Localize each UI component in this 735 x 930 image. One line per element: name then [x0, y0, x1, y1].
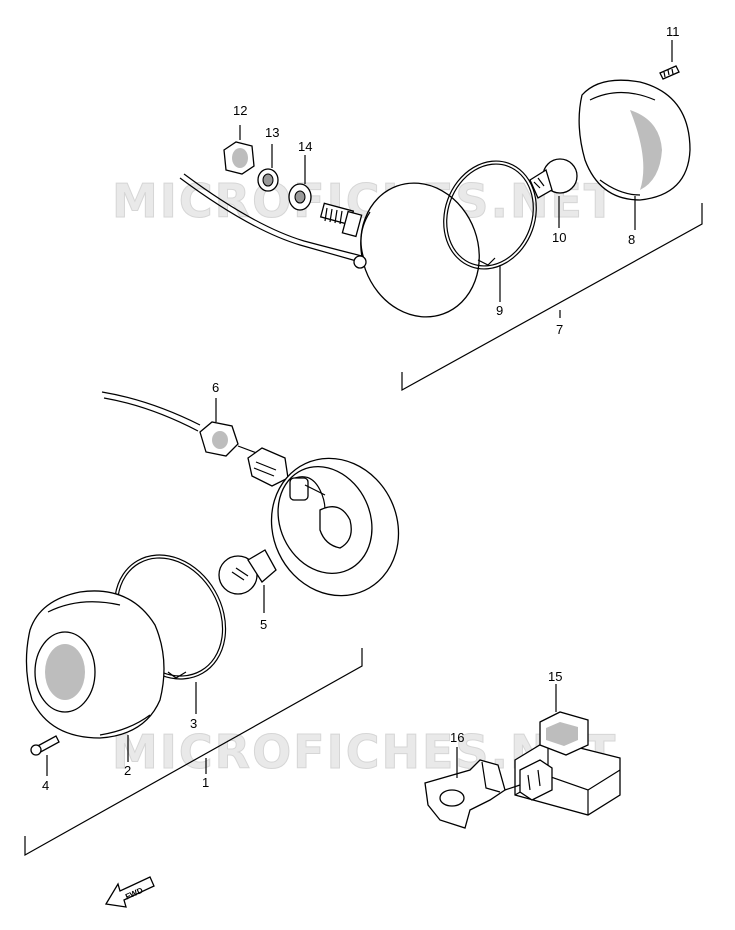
upper-lens: [578, 79, 691, 201]
callout-15: 15: [548, 669, 562, 684]
flasher-relay: [514, 711, 621, 816]
callout-9: 9: [496, 303, 503, 318]
lower-assembly-bracket: [24, 648, 363, 857]
callout-4: 4: [42, 778, 49, 793]
fwd-arrow-icon: FWD: [104, 876, 155, 908]
lower-housing: [270, 457, 400, 597]
upper-gasket: [443, 160, 537, 270]
upper-flat-washer: [288, 183, 312, 211]
upper-wire: [179, 177, 361, 263]
callout-10: 10: [552, 230, 566, 245]
upper-assembly-bracket: [401, 203, 703, 392]
upper-turn-signal-assembly: [179, 65, 703, 392]
callout-16: 16: [450, 730, 464, 745]
lower-screw: [30, 735, 60, 756]
relay-mounting-bracket: [424, 759, 521, 829]
lower-bulb: [218, 549, 277, 595]
upper-housing: [319, 182, 480, 318]
callout-3: 3: [190, 716, 197, 731]
callout-14: 14: [298, 139, 312, 154]
upper-nut: [223, 141, 255, 175]
upper-lock-washer: [257, 168, 279, 192]
callout-7: 7: [556, 322, 563, 337]
lower-lens: [25, 590, 165, 739]
callout-1: 1: [202, 775, 209, 790]
callout-13: 13: [265, 125, 279, 140]
callout-2: 2: [124, 763, 131, 778]
upper-bulb: [529, 158, 578, 199]
lower-wire: [101, 391, 201, 426]
lower-turn-signal-assembly: [24, 391, 400, 857]
callout-8: 8: [628, 232, 635, 247]
callout-5: 5: [260, 617, 267, 632]
callout-11: 11: [666, 24, 680, 39]
callout-6: 6: [212, 380, 219, 395]
callout-12: 12: [233, 103, 247, 118]
upper-screw: [659, 65, 680, 80]
